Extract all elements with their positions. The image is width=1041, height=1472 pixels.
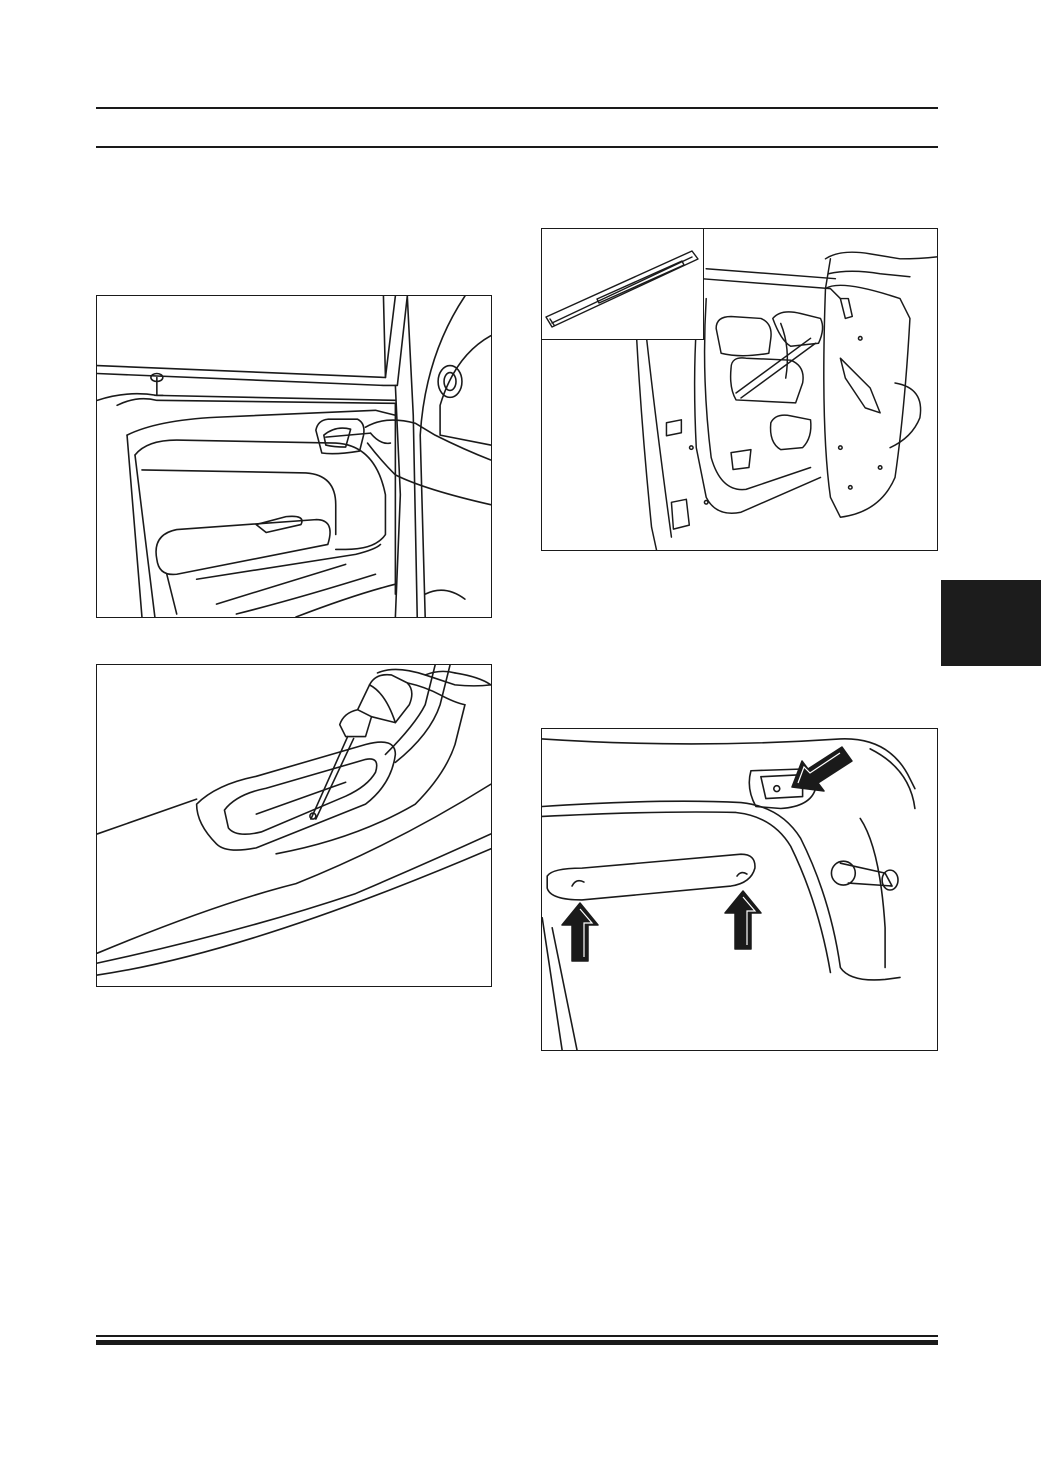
trim-strip-icon [545,250,699,328]
handle-arrows-figure [541,728,938,1051]
header-rule-bottom [96,146,938,148]
arrow-icon-diagonal [791,746,853,792]
arrow-icon-middle [724,890,762,950]
door-panel-figure [96,295,492,618]
footer-rule-thick [96,1340,938,1345]
screwdriver-in-armrest-illustration [97,665,491,976]
screwdriver-figure [96,664,492,987]
door-panel-removal-illustration [635,251,937,550]
trim-strip-inset [542,229,704,340]
section-tab [941,580,1041,666]
handle-fixing-points-illustration [542,738,916,1050]
panel-removal-figure [541,228,938,551]
door-trim-panel-illustration [97,296,491,617]
arrow-icon-left [561,902,599,962]
footer-rule-thin [96,1335,938,1337]
header-rule-top [96,107,938,109]
